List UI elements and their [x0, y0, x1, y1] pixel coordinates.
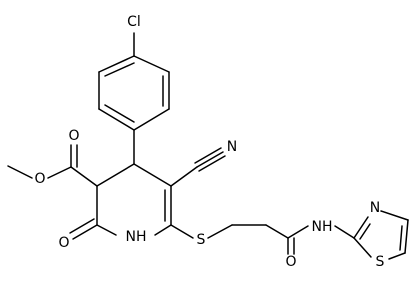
- atom-oxygen-amide: O: [285, 254, 296, 270]
- bond: [380, 210, 409, 221]
- bond: [70, 166, 98, 187]
- thiazole-ring: [353, 210, 409, 260]
- atom-sulfur-thioether: S: [197, 232, 206, 248]
- bond: [404, 219, 409, 254]
- chlorophenyl-ring: [98, 32, 170, 131]
- bond: [287, 225, 309, 239]
- bond: [98, 55, 135, 73]
- atom-chlorine: Cl: [127, 14, 141, 30]
- bond-double: [399, 225, 403, 251]
- atom-oxygen-ester-carbonyl: O: [68, 128, 79, 144]
- bond: [170, 166, 198, 187]
- atom-sulfur-thiazole: S: [376, 254, 385, 270]
- atom-nh-ring: NH: [126, 229, 147, 245]
- bond: [265, 224, 289, 239]
- bond: [47, 166, 72, 179]
- bond-triple: [198, 155, 226, 172]
- nitrile-group: [170, 147, 226, 187]
- bond: [353, 216, 369, 239]
- atom-oxygen-ester: O: [34, 171, 45, 187]
- bond: [96, 163, 135, 187]
- bond-double: [104, 62, 135, 77]
- bond: [388, 252, 406, 260]
- bond: [96, 224, 117, 236]
- atom-oxygen-lactam: O: [58, 235, 69, 251]
- bond: [207, 224, 233, 239]
- methyl-ester: [7, 144, 98, 187]
- bond: [133, 163, 172, 187]
- bond: [133, 55, 170, 73]
- bond: [170, 224, 194, 239]
- bond-double: [104, 104, 135, 123]
- atom-nitrogen-thiazole: N: [370, 200, 380, 216]
- bond-triple: [194, 147, 222, 164]
- bond-lactam-carbonyl: [72, 224, 98, 240]
- bond: [334, 225, 355, 239]
- bond: [98, 108, 135, 131]
- pyridinone-ring: [96, 129, 172, 236]
- thioether-chain: [170, 224, 355, 255]
- bond-lactam-carbonyl-double: [69, 218, 95, 234]
- bond-double: [359, 223, 371, 240]
- atom-nh-amide: NH: [312, 219, 333, 235]
- bond-methyl: [7, 165, 33, 179]
- bond: [133, 108, 170, 131]
- atom-nitrogen-nitrile: N: [227, 139, 237, 155]
- bond: [154, 224, 172, 236]
- bond-triple: [196, 151, 224, 168]
- bond: [353, 237, 372, 258]
